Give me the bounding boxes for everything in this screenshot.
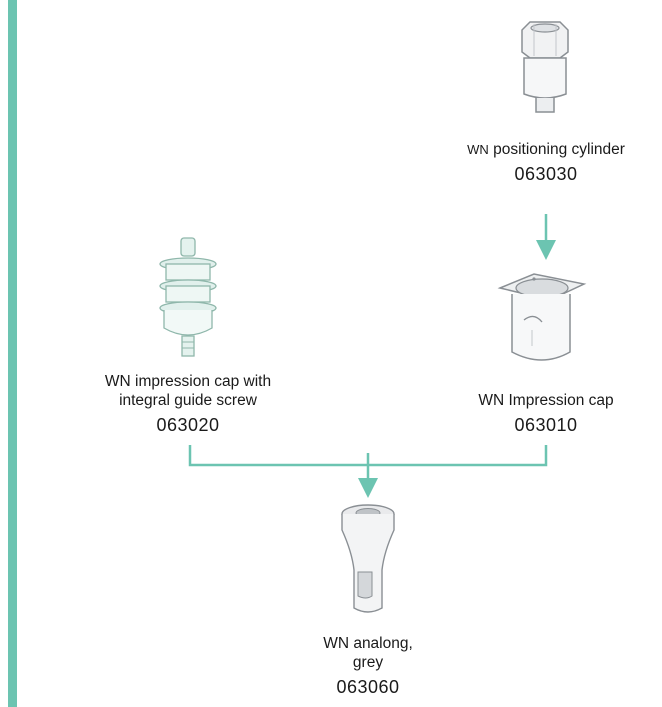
positioning-cylinder-name: positioning cylinder	[493, 141, 625, 158]
positioning-cylinder-code: 063030	[514, 164, 578, 184]
guide-screw-cap-label: WN impression cap with integral guide sc…	[58, 372, 318, 437]
left-accent-bar	[8, 0, 17, 707]
analog-icon	[341, 504, 395, 613]
impression-cap-code: 063010	[514, 415, 578, 435]
impression-cap-name: WN Impression cap	[478, 392, 614, 409]
analog-name-line1: WN analong,	[323, 635, 413, 652]
guide-screw-cap-icon	[159, 237, 217, 357]
guide-screw-cap-name-line2: integral guide screw	[119, 392, 257, 409]
positioning-cylinder-prefix: WN	[467, 142, 489, 157]
analog-name-line2: grey	[352, 654, 384, 671]
analog-code: 063060	[336, 677, 400, 697]
guide-screw-cap-name-line1: WN impression cap with	[104, 373, 272, 390]
guide-screw-cap-code: 063020	[156, 415, 220, 435]
impression-cap-label: WN Impression cap 063010	[446, 391, 646, 437]
analog-label: WN analong, grey 063060	[278, 634, 458, 699]
impression-cap-icon	[497, 273, 587, 361]
positioning-cylinder-icon	[521, 21, 569, 113]
positioning-cylinder-label: WN positioning cylinder 063030	[456, 140, 636, 186]
